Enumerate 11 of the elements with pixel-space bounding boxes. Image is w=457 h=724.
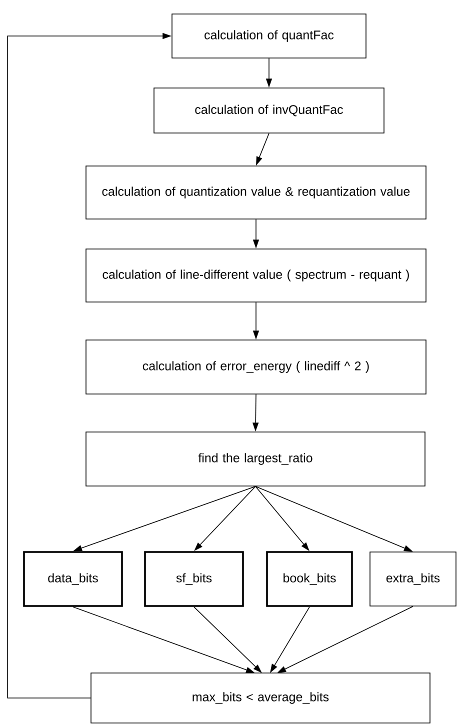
process-box: calculation of line-different value ( spectrum - requant ) xyxy=(86,248,426,302)
process-box: calculation of invQuantFac xyxy=(154,88,384,134)
process-box: max_bits < average_bits xyxy=(90,672,430,724)
bits-box: extra_bits xyxy=(370,552,456,606)
process-box: find the largest_ratio xyxy=(86,432,426,486)
process-box: calculation of quantFac xyxy=(172,14,366,58)
bits-box: book_bits xyxy=(266,551,353,607)
bits-box: data_bits xyxy=(23,551,123,607)
process-box: calculation of quantization value & requantization value xyxy=(86,166,426,220)
process-box: calculation of error_energy ( linediff ^ 2 ) xyxy=(86,340,426,394)
bits-box: sf_bits xyxy=(144,551,244,607)
